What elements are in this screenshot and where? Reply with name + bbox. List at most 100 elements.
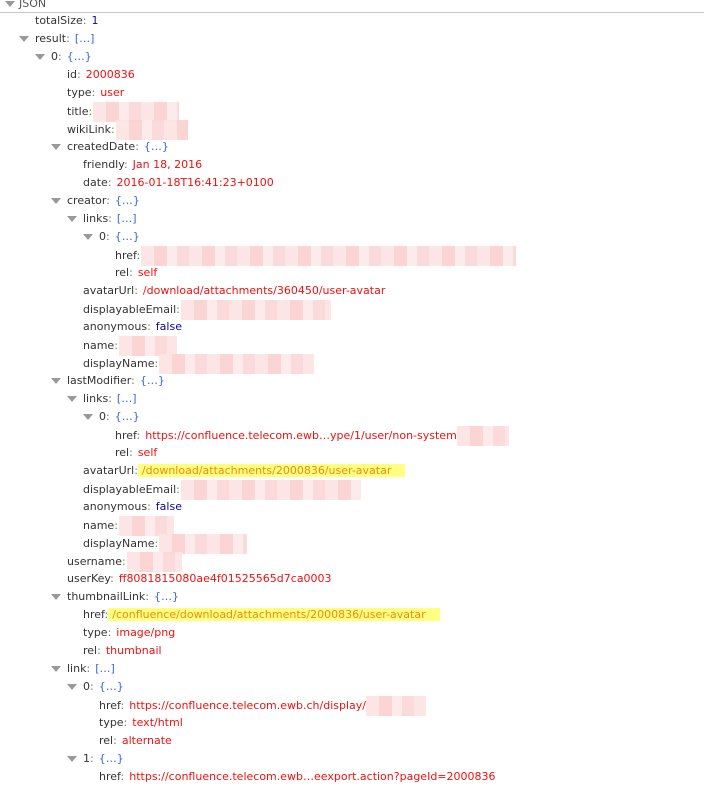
row-colon: : [58,50,62,63]
tree-row[interactable]: thumbnailLink:{…} [51,588,179,606]
row-value: false [155,500,182,513]
tree-row: href:https://confluence.telecom.ewb.ch/d… [99,696,426,716]
expand-triangle-icon[interactable] [51,198,61,204]
row-key: 1 [83,752,90,765]
tree-row: rel:alternate [99,732,172,750]
expand-triangle-icon[interactable] [83,234,93,240]
json-root-label: JSON [19,0,47,10]
tree-row[interactable]: createdDate:{…} [51,138,169,156]
tree-row: name: [83,336,177,356]
row-key: href [115,429,137,442]
row-key: type [99,716,124,729]
tree-row: type:user [67,84,124,102]
row-colon: : [154,357,159,370]
tree-row[interactable]: 0:{…} [83,228,140,246]
redacted-value [141,246,517,266]
tree-row: friendly:Jan 18, 2016 [83,156,202,174]
tree-row[interactable]: links:[…] [67,390,137,408]
row-colon: : [104,608,109,621]
row-colon: : [110,572,114,585]
expand-triangle-icon[interactable] [19,36,29,42]
row-key: 0 [99,410,106,423]
row-colon: : [113,734,117,747]
row-colon: : [176,483,180,496]
row-colon: : [114,519,118,532]
row-value: {…} [114,410,140,423]
row-value: {…} [98,752,124,765]
expand-triangle-icon[interactable] [67,396,77,402]
row-value: {…} [114,230,140,243]
row-key: thumbnailLink [67,590,146,603]
row-key: id [67,68,78,81]
row-colon: : [91,86,96,99]
expand-triangle-icon[interactable] [83,414,93,420]
row-colon: : [90,752,94,765]
row-value: {…} [143,140,169,153]
tree-row[interactable]: result:[…] [19,30,94,48]
row-value: {…} [114,194,140,207]
row-key: href [115,249,137,262]
row-key: rel [115,446,130,459]
tree-row: displayableEmail: [83,300,331,320]
row-key: date [83,176,108,189]
tree-row[interactable]: 0:{…} [83,408,140,426]
row-key: displayableEmail [83,303,177,316]
expand-triangle-icon[interactable] [35,54,45,60]
tree-row[interactable]: link: […] [51,660,115,678]
expand-triangle-icon[interactable] [51,144,61,150]
redacted-value [118,516,174,536]
row-key: avatarUrl [83,284,135,297]
tree-row[interactable]: lastModifier:{…} [51,372,165,390]
tree-row[interactable]: creator:{…} [51,192,140,210]
redacted-value [115,120,188,140]
row-colon: : [135,140,139,153]
row-key: title [67,105,89,118]
row-key: wikiLink [67,123,112,136]
row-key: href [83,608,105,621]
row-value: […] [95,662,115,675]
row-colon: : [97,644,101,657]
expand-triangle-icon[interactable] [51,666,61,672]
row-colon: : [154,537,159,550]
tree-row: avatarUrl:/download/attachments/360450/u… [83,282,385,300]
redacted-value [93,102,180,122]
row-key: link [67,662,87,675]
row-value: text/html [132,716,183,729]
row-key: rel [99,734,114,747]
row-colon: : [134,464,138,477]
row-value: {…} [66,50,92,63]
row-key: lastModifier [67,374,132,387]
tree-row: avatarUrl:/download/attachments/2000836/… [83,462,406,480]
row-value: {…} [98,680,124,693]
row-colon: : [176,303,180,316]
expand-triangle-icon[interactable] [51,594,61,600]
row-value: /confluence/download/attachments/2000836… [108,608,440,621]
row-colon: : [136,249,141,262]
redacted-value [159,534,248,554]
json-tab-header[interactable]: JSON [0,0,704,13]
expand-triangle-icon[interactable] [67,756,77,762]
collapse-triangle-icon[interactable] [5,1,15,7]
redacted-value [366,696,426,716]
row-value: thumbnail [105,644,162,657]
expand-triangle-icon[interactable] [51,378,61,384]
row-value: image/png [116,626,176,639]
tree-row[interactable]: 0:{…} [35,48,92,66]
row-value: […] [116,392,137,405]
row-colon: : [107,176,112,189]
row-value: 1 [91,14,99,27]
tree-row[interactable]: 1: {…} [67,750,124,768]
expand-triangle-icon[interactable] [67,684,77,690]
row-colon: : [86,662,91,675]
row-key: name [83,339,115,352]
row-key: links [83,392,109,405]
tree-row: username: [67,552,182,572]
row-colon: : [77,68,81,81]
row-value: /download/attachments/2000836/user-avata… [137,464,406,477]
expand-triangle-icon[interactable] [67,216,77,222]
row-value: https://confluence.telecom.ewb…ype/1/use… [145,429,457,442]
row-key: totalSize [35,14,83,27]
row-colon: : [111,123,115,136]
tree-row[interactable]: 0:{…} [67,678,124,696]
tree-row[interactable]: links:[…] [67,210,137,228]
